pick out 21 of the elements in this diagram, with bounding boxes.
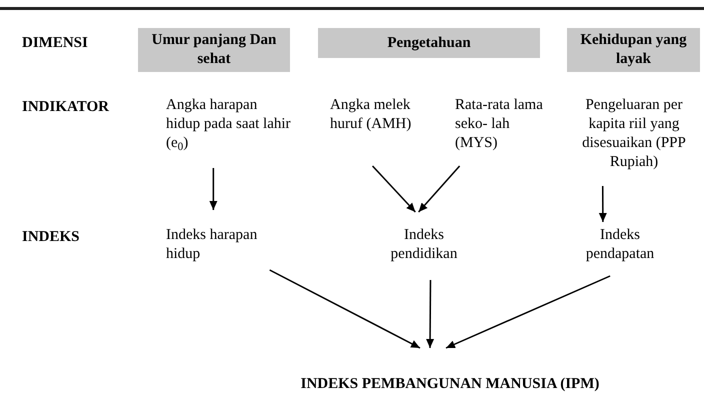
indicator-text: Angka melek huruf (AMH) <box>330 96 442 160</box>
arrow <box>418 166 460 212</box>
row-label: INDEKS <box>22 228 80 247</box>
dimension-header: Kehidupan yang layak <box>567 28 700 72</box>
arrow <box>446 275 610 349</box>
indicator-text: Pengeluaran per kapita riil yang disesuaikan (PPP Rupiah) <box>566 96 702 180</box>
indicator-text: Rata-rata lama seko- lah (MYS) <box>455 96 547 160</box>
row-label: DIMENSI <box>22 34 88 53</box>
dimension-header: Umur panjang Dan sehat <box>138 28 290 72</box>
arrow <box>269 269 420 349</box>
indicator-text: Angka harapan hidup pada saat lahir (e$_{0}$) <box>166 96 294 160</box>
arrow <box>426 280 434 348</box>
index-text: Indeks pendidikan <box>370 226 478 268</box>
arrow <box>372 165 416 213</box>
result-text: INDEKS PEMBANGUNAN MANUSIA (IPM) <box>250 348 650 394</box>
index-text: Indeks pendapatan <box>575 226 665 268</box>
index-text: Indeks harapan hidup <box>166 226 294 268</box>
dimension-header: Pengetahuan <box>318 28 540 58</box>
arrow <box>598 186 607 222</box>
arrow <box>209 168 218 210</box>
row-label: INDIKATOR <box>22 98 109 117</box>
